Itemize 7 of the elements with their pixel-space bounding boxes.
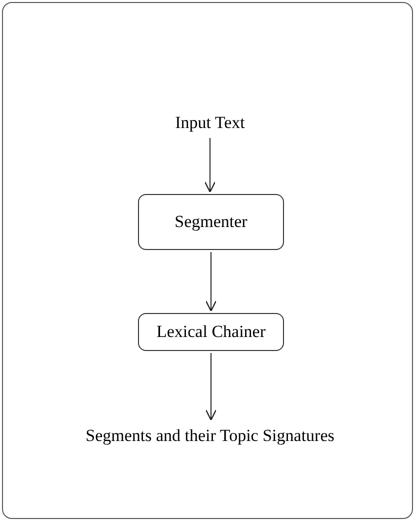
node-label: Segments and their Topic Signatures bbox=[20, 422, 400, 450]
process-box: Segmenter bbox=[138, 194, 284, 250]
arrow bbox=[204, 138, 216, 193]
arrow bbox=[205, 352, 217, 421]
process-box: Lexical Chainer bbox=[138, 313, 284, 351]
arrow bbox=[205, 252, 217, 312]
node-label: Input Text bbox=[150, 110, 270, 136]
